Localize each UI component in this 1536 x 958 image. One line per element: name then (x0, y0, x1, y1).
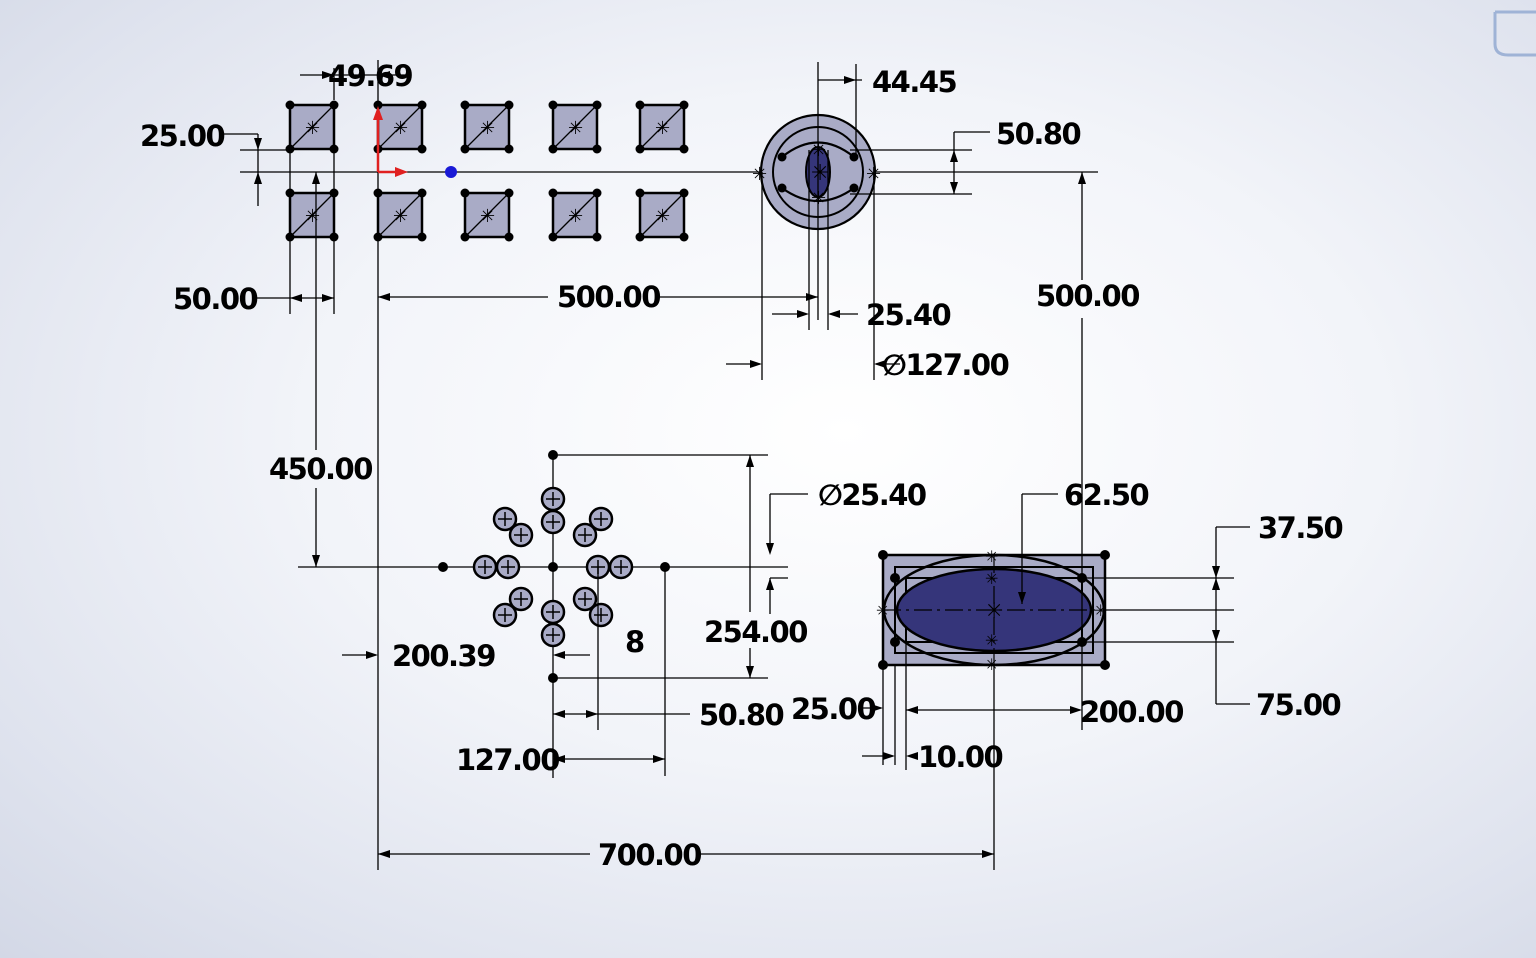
svg-text:✳: ✳ (876, 601, 889, 620)
svg-text:✳: ✳ (985, 631, 998, 650)
svg-text:✳: ✳ (480, 206, 495, 227)
dim-25-00-top[interactable]: 25.00 (140, 119, 226, 153)
pattern-hole[interactable] (492, 506, 518, 532)
svg-text:✳: ✳ (985, 569, 998, 588)
dim-75-00[interactable]: 75.00 (1256, 688, 1342, 722)
dim-diameter-127[interactable]: ∅127.00 (882, 348, 1010, 382)
svg-text:✳: ✳ (655, 206, 670, 227)
circular-slot-feature[interactable]: ✳ ✳ ✳ ✳ ✳ (752, 62, 972, 380)
pattern-hole[interactable] (540, 486, 566, 512)
svg-text:✳: ✳ (480, 118, 495, 139)
svg-text:✳: ✳ (305, 206, 320, 227)
pattern-square[interactable]: ✳ (635, 188, 689, 242)
pattern-hole[interactable] (540, 622, 566, 648)
dim-254-00[interactable]: 254.00 (704, 615, 809, 649)
dimension-arrows (254, 71, 1220, 858)
dim-44-45[interactable]: 44.45 (872, 65, 958, 99)
sketch-point[interactable] (548, 562, 558, 572)
dim-127-00[interactable]: 127.00 (456, 743, 561, 777)
dim-50-80-bottom[interactable]: 50.80 (699, 698, 785, 732)
dim-500-00-vertical[interactable]: 500.00 (1036, 279, 1141, 313)
dimension-lines (222, 64, 1250, 855)
svg-text:✳: ✳ (811, 161, 829, 186)
svg-text:✳: ✳ (655, 118, 670, 139)
dim-49-69[interactable]: 49.69 (328, 59, 414, 93)
pattern-square[interactable]: ✳ (373, 100, 427, 154)
dim-diameter-25-40[interactable]: ∅25.40 (818, 478, 927, 512)
dim-pattern-count[interactable]: 8 (625, 625, 646, 659)
polar-hole-pattern[interactable] (438, 450, 670, 683)
pattern-square[interactable]: ✳ (635, 100, 689, 154)
dim-10-00[interactable]: 10.00 (918, 740, 1004, 774)
svg-text:✳: ✳ (1094, 601, 1107, 620)
dim-450-00[interactable]: 450.00 (269, 452, 374, 486)
pattern-square[interactable]: ✳ (285, 188, 339, 242)
pattern-square[interactable]: ✳ (548, 188, 602, 242)
pattern-square[interactable]: ✳ (460, 188, 514, 242)
svg-text:✳: ✳ (305, 118, 320, 139)
pattern-hole[interactable] (608, 554, 634, 580)
dim-62-50[interactable]: 62.50 (1064, 478, 1150, 512)
svg-text:✳: ✳ (985, 599, 1003, 624)
svg-text:✳: ✳ (985, 655, 998, 674)
pattern-square[interactable]: ✳ (285, 100, 339, 154)
pattern-hole[interactable] (508, 522, 534, 548)
pattern-hole[interactable] (588, 506, 614, 532)
svg-text:✳: ✳ (393, 206, 408, 227)
pattern-hole[interactable] (540, 509, 566, 535)
square-pattern[interactable]: ✳ ✳ ✳ ✳ ✳ ✳ ✳ ✳ ✳ ✳ (285, 100, 689, 242)
dim-25-40[interactable]: 25.40 (866, 298, 952, 332)
dim-50-80-top[interactable]: 50.80 (996, 117, 1082, 151)
pattern-hole[interactable] (508, 586, 534, 612)
dim-500-00-horizontal[interactable]: 500.00 (557, 280, 662, 314)
pattern-square[interactable]: ✳ (548, 100, 602, 154)
pattern-square[interactable]: ✳ (460, 100, 514, 154)
dimension-labels[interactable]: 49.69 25.00 50.00 500.00 44.45 50.80 500… (140, 59, 1344, 872)
svg-text:✳: ✳ (568, 206, 583, 227)
pattern-square[interactable]: ✳ (373, 188, 427, 242)
pattern-hole[interactable] (540, 599, 566, 625)
dim-200-39[interactable]: 200.39 (392, 639, 497, 673)
svg-text:✳: ✳ (568, 118, 583, 139)
svg-text:✳: ✳ (393, 118, 408, 139)
svg-text:✳: ✳ (985, 547, 998, 566)
pattern-hole[interactable] (572, 586, 598, 612)
pattern-hole[interactable] (472, 554, 498, 580)
pattern-hole[interactable] (572, 522, 598, 548)
dim-25-00-bottom[interactable]: 25.00 (791, 692, 877, 726)
view-orientation-icon[interactable] (1493, 10, 1536, 57)
dim-50-00[interactable]: 50.00 (173, 282, 259, 316)
sketch-origin-icon (373, 106, 457, 178)
dim-200-00[interactable]: 200.00 (1080, 695, 1185, 729)
pattern-hole[interactable] (588, 602, 614, 628)
svg-text:✳: ✳ (752, 164, 767, 185)
pattern-hole[interactable] (492, 602, 518, 628)
rectangular-ellipse-feature[interactable]: ✳ ✳ ✳ ✳ ✳ ✳ ✳ (876, 547, 1110, 674)
dim-700-00[interactable]: 700.00 (598, 838, 703, 872)
pattern-hole[interactable] (495, 554, 521, 580)
sketch-point[interactable] (438, 562, 448, 572)
dim-37-50[interactable]: 37.50 (1258, 511, 1344, 545)
